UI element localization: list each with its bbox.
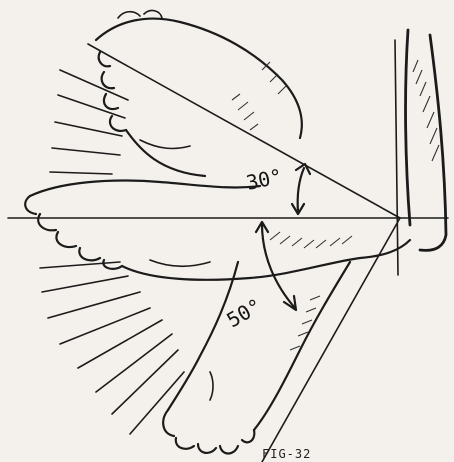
dorsiflexed-foot [96,11,302,176]
dorsiflexion-angle-label: 30° [244,164,284,195]
plantarflexion-angle-label: 50° [223,293,266,332]
plantarflexed-foot [163,262,350,454]
dorsiflexion-line [88,44,400,218]
figure-caption: FIG-32 [262,447,311,461]
reference-lines [8,44,448,462]
plantarflexion-line [262,218,400,462]
upper-angle-indicator [292,164,310,214]
range-of-motion-rays [40,70,184,434]
lower-leg [395,30,446,275]
